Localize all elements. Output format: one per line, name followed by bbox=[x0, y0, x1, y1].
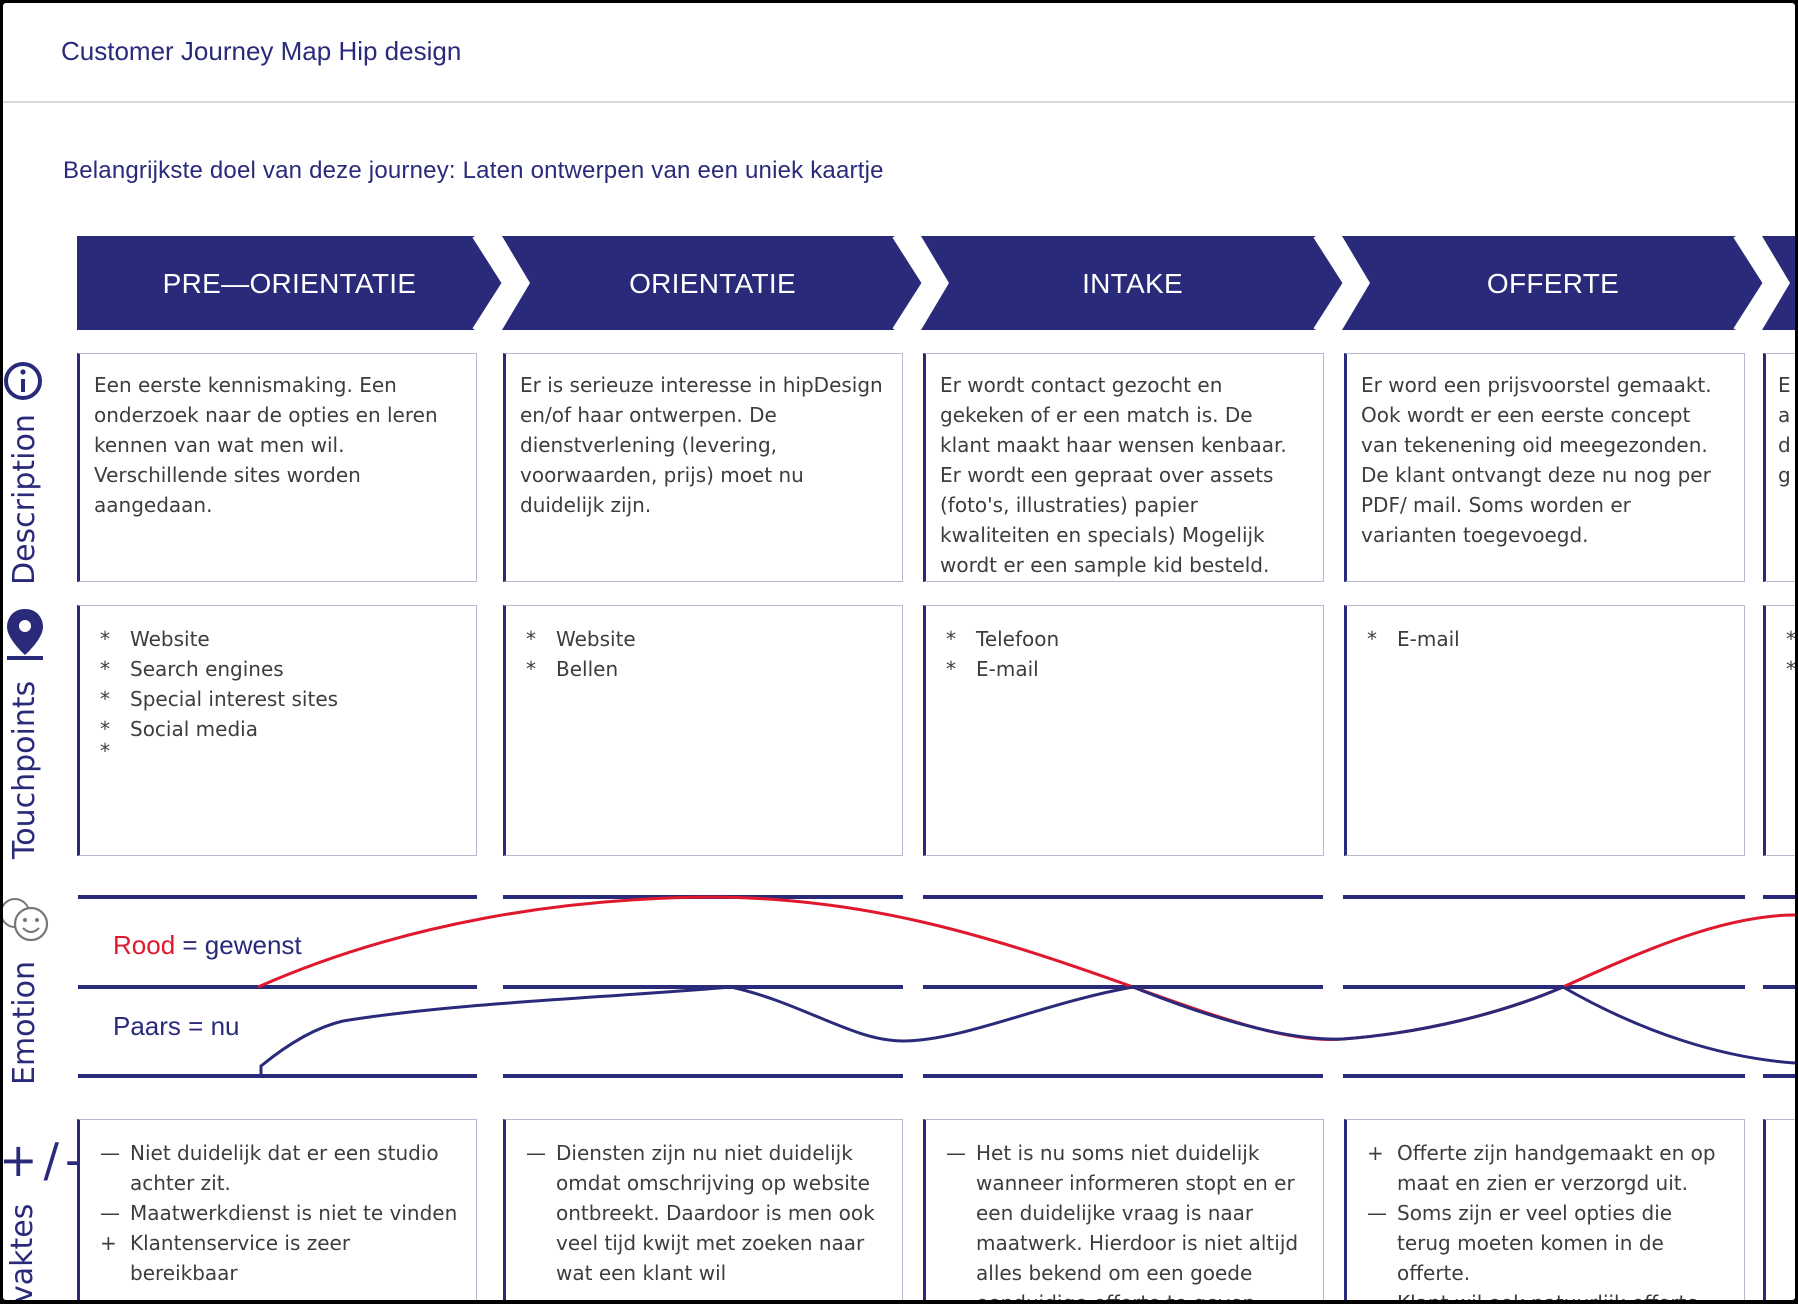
description-card-4: Er word een prijsvoorstel gemaakt. Ook w… bbox=[1344, 353, 1745, 582]
phase-chevron-5 bbox=[1762, 236, 1795, 330]
list-item: +Offerte zijn handgemaakt en op maat en … bbox=[1367, 1141, 1716, 1195]
list-item: *Website bbox=[526, 627, 636, 651]
header-divider bbox=[3, 101, 1795, 103]
row-label-description: Description bbox=[7, 414, 42, 585]
emotion-curve-current bbox=[259, 985, 1795, 1076]
pros-cons-card-3: —Het is nu soms niet duidelijk wanneer i… bbox=[923, 1119, 1324, 1300]
list-item: —Het is nu soms niet duidelijk wanneer i… bbox=[946, 1141, 1299, 1300]
description-text: Er is serieuze interesse in hipDesign en… bbox=[520, 373, 883, 517]
emotion-curve-desired bbox=[257, 895, 1795, 1041]
pros-cons-card-1: —Niet duidelijk dat er een studio achter… bbox=[77, 1119, 477, 1300]
description-text: E a d g bbox=[1778, 373, 1791, 487]
touchpoints-list: *Telefoon *E-mail bbox=[926, 606, 1323, 684]
phase-label-pre-orientatie: PRE—ORIENTATIE bbox=[162, 268, 417, 299]
smiley-icon bbox=[3, 898, 49, 942]
legend-current: Paars = nu bbox=[113, 1011, 240, 1041]
pros-cons-card-2: —Diensten zijn nu niet duidelijk omdat o… bbox=[503, 1119, 903, 1300]
touchpoints-card-2: *Website *Bellen bbox=[503, 605, 903, 856]
phase-label-orientatie: ORIENTATIE bbox=[629, 268, 796, 299]
description-card-2: Er is serieuze interesse in hipDesign en… bbox=[503, 353, 903, 582]
location-pin-icon bbox=[7, 609, 43, 660]
legend-desired: Rood = gewenst bbox=[113, 930, 302, 960]
pros-cons-list: —Diensten zijn nu niet duidelijk omdat o… bbox=[506, 1120, 902, 1288]
row-label-touchpoints: Touchpoints bbox=[7, 680, 42, 859]
row-label-actions: vaktes bbox=[5, 1203, 40, 1300]
list-item: * bbox=[100, 739, 110, 763]
phase-chevron-4 bbox=[1342, 236, 1766, 330]
pros-cons-list: —Niet duidelijk dat er een studio achter… bbox=[80, 1120, 476, 1288]
list-item: *Website bbox=[100, 627, 210, 651]
list-item: —Klant wil ook natuurlijk offerte inclus… bbox=[1359, 1288, 1732, 1300]
pros-cons-list: —Het is nu soms niet duidelijk wanneer i… bbox=[926, 1120, 1323, 1300]
touchpoints-marks: * * bbox=[1786, 627, 1795, 681]
list-item: *Search engines bbox=[100, 657, 284, 681]
phase-chevron-3 bbox=[921, 236, 1346, 330]
list-item: *Special interest sites bbox=[100, 687, 339, 711]
journey-goal: Belangrijkste doel van deze journey: Lat… bbox=[63, 157, 884, 184]
touchpoints-card-4: *E-mail bbox=[1344, 605, 1745, 856]
description-text: Er word een prijsvoorstel gemaakt. Ook w… bbox=[1361, 373, 1712, 547]
phase-chevron-1 bbox=[77, 236, 505, 330]
list-item: *Telefoon bbox=[946, 627, 1060, 651]
page-title: Customer Journey Map Hip design bbox=[61, 36, 462, 66]
touchpoints-card-3: *Telefoon *E-mail bbox=[923, 605, 1324, 856]
touchpoints-list: *Website *Search engines *Special intere… bbox=[80, 606, 476, 763]
phase-chevrons bbox=[77, 234, 1795, 332]
row-label-pros-cons: +/- bbox=[3, 1133, 88, 1187]
phase-label-offerte: OFFERTE bbox=[1486, 268, 1620, 299]
pros-cons-card-4: +Offerte zijn handgemaakt en op maat en … bbox=[1344, 1119, 1745, 1300]
list-item: *Social media bbox=[100, 717, 258, 741]
emotion-grid bbox=[78, 895, 1795, 1078]
touchpoints-list: *Website *Bellen bbox=[506, 606, 902, 684]
description-text: Een eerste kennismaking. Een onderzoek n… bbox=[94, 373, 438, 517]
list-item: —Maatwerkdienst is niet te vinden bbox=[100, 1201, 458, 1225]
journey-map-page: Customer Journey Map Hip design Belangri… bbox=[3, 3, 1795, 1300]
touchpoints-card-1: *Website *Search engines *Special intere… bbox=[77, 605, 477, 856]
row-label-emotion: Emotion bbox=[7, 961, 42, 1085]
list-item: *E-mail bbox=[1367, 627, 1460, 651]
description-card-5: E a d g bbox=[1763, 353, 1795, 582]
description-card-3: Er wordt contact gezocht en gekeken of e… bbox=[923, 353, 1324, 582]
list-item: —Niet duidelijk dat er een studio achter… bbox=[100, 1141, 439, 1195]
touchpoints-card-5: * * bbox=[1763, 605, 1795, 856]
list-item: *E-mail bbox=[946, 657, 1039, 681]
info-icon bbox=[4, 362, 42, 400]
phase-label-intake: INTAKE bbox=[1082, 268, 1183, 299]
touchpoints-list: *E-mail bbox=[1347, 606, 1744, 654]
journey-board bbox=[3, 234, 1795, 1078]
list-item: —Diensten zijn nu niet duidelijk omdat o… bbox=[526, 1141, 875, 1285]
description-card-1: Een eerste kennismaking. Een onderzoek n… bbox=[77, 353, 477, 582]
phase-chevron-2 bbox=[502, 236, 925, 330]
list-item: —Soms zijn er veel opties die terug moet… bbox=[1367, 1201, 1673, 1285]
list-item: *Bellen bbox=[526, 657, 619, 681]
list-item: +Klantenservice is zeer bereikbaar bbox=[100, 1231, 351, 1285]
description-text: Er wordt contact gezocht en gekeken of e… bbox=[940, 373, 1287, 577]
pros-cons-list: +Offerte zijn handgemaakt en op maat en … bbox=[1347, 1120, 1744, 1300]
pros-cons-card-5 bbox=[1763, 1119, 1795, 1300]
